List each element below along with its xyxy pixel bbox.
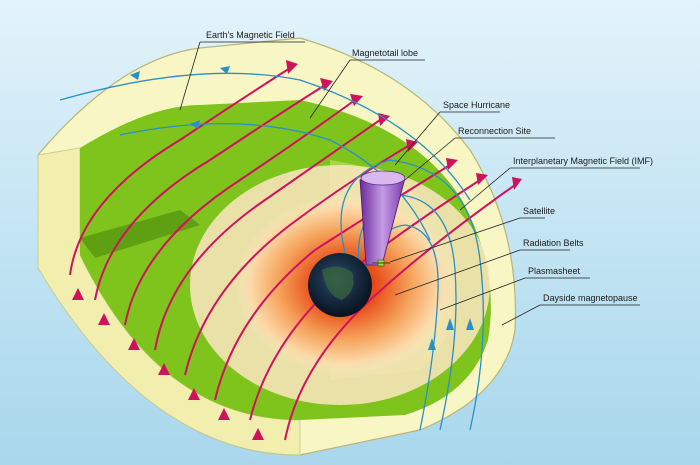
label-magnetotail-lobe: Magnetotail lobe: [352, 48, 418, 58]
label-satellite: Satellite: [523, 206, 555, 216]
label-dayside-magnetopause: Dayside magnetopause: [543, 293, 638, 303]
label-earths-magnetic-field: Earth's Magnetic Field: [206, 30, 295, 40]
label-radiation-belts: Radiation Belts: [523, 238, 584, 248]
space-hurricane-top: [360, 170, 406, 186]
satellite-icon: [372, 259, 390, 267]
blue-field-lines: [59, 72, 484, 431]
earth-land: [322, 266, 354, 300]
label-space-hurricane: Space Hurricane: [443, 100, 510, 110]
label-reconnection-site: Reconnection Site: [458, 126, 531, 136]
red-field-lines: [69, 67, 516, 441]
label-plasmasheet: Plasmasheet: [528, 266, 581, 276]
leader-lines: [179, 41, 640, 326]
label-imf: Interplanetary Magnetic Field (IMF): [513, 156, 653, 166]
blue-arrowheads: [130, 66, 474, 350]
green-layer-edge: [80, 210, 200, 258]
